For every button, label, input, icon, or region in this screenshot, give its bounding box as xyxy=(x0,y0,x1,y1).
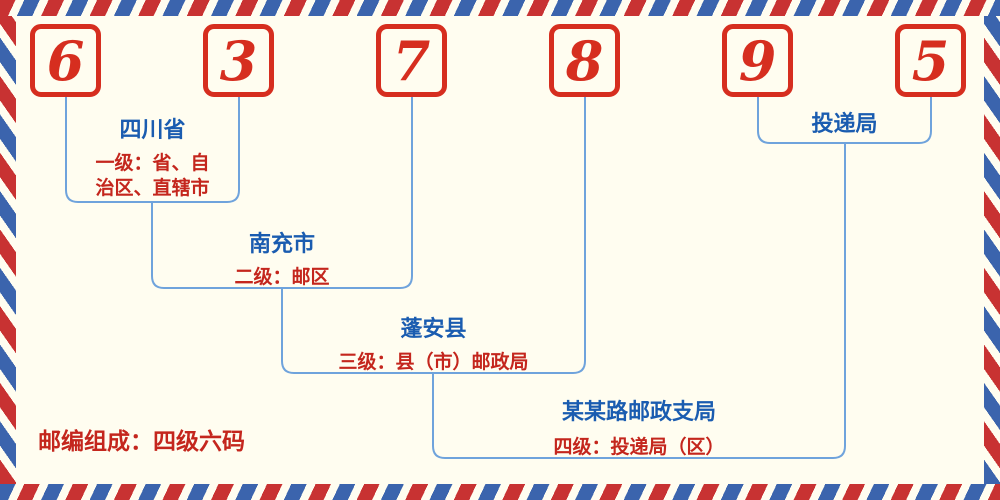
postcode-digit-5: 9 xyxy=(722,24,793,97)
level3-name: 蓬安县 xyxy=(400,317,467,342)
level5-group: 投递局 xyxy=(758,106,931,138)
airmail-border-bottom xyxy=(0,484,1000,500)
connector-level4-bracket xyxy=(432,142,846,459)
level2-desc: 二级：邮区 xyxy=(234,266,330,288)
airmail-border-left xyxy=(0,16,16,484)
level3-desc: 三级：县（市）邮政局 xyxy=(338,351,529,373)
footer-note: 邮编组成：四级六码 xyxy=(38,429,245,455)
level4-desc: 四级：投递局（区） xyxy=(553,436,725,458)
airmail-border-top xyxy=(0,0,1000,16)
level4-name: 某某路邮政支局 xyxy=(561,400,716,425)
level3-group: 蓬安县 三级：县（市）邮政局 xyxy=(282,311,585,375)
postcode-digit-3: 7 xyxy=(376,24,447,97)
postcode-digit-4: 8 xyxy=(549,24,620,97)
postcode-digit-2: 3 xyxy=(203,24,274,97)
airmail-border-right xyxy=(984,16,1000,484)
level1-desc: 一级：省、自治区、直辖市 xyxy=(95,152,210,199)
level2-group: 南充市 二级：邮区 xyxy=(152,226,412,290)
postcode-digit-6: 5 xyxy=(895,24,966,97)
level2-name: 南充市 xyxy=(248,232,315,257)
level5-name: 投递局 xyxy=(811,112,878,137)
level1-name: 四川省 xyxy=(119,118,186,143)
postcode-digit-1: 6 xyxy=(30,24,101,97)
level1-group: 四川省 一级：省、自治区、直辖市 xyxy=(66,112,239,201)
level4-group: 某某路邮政支局 四级：投递局（区） xyxy=(433,394,845,460)
connector-level5-bracket xyxy=(757,96,932,144)
